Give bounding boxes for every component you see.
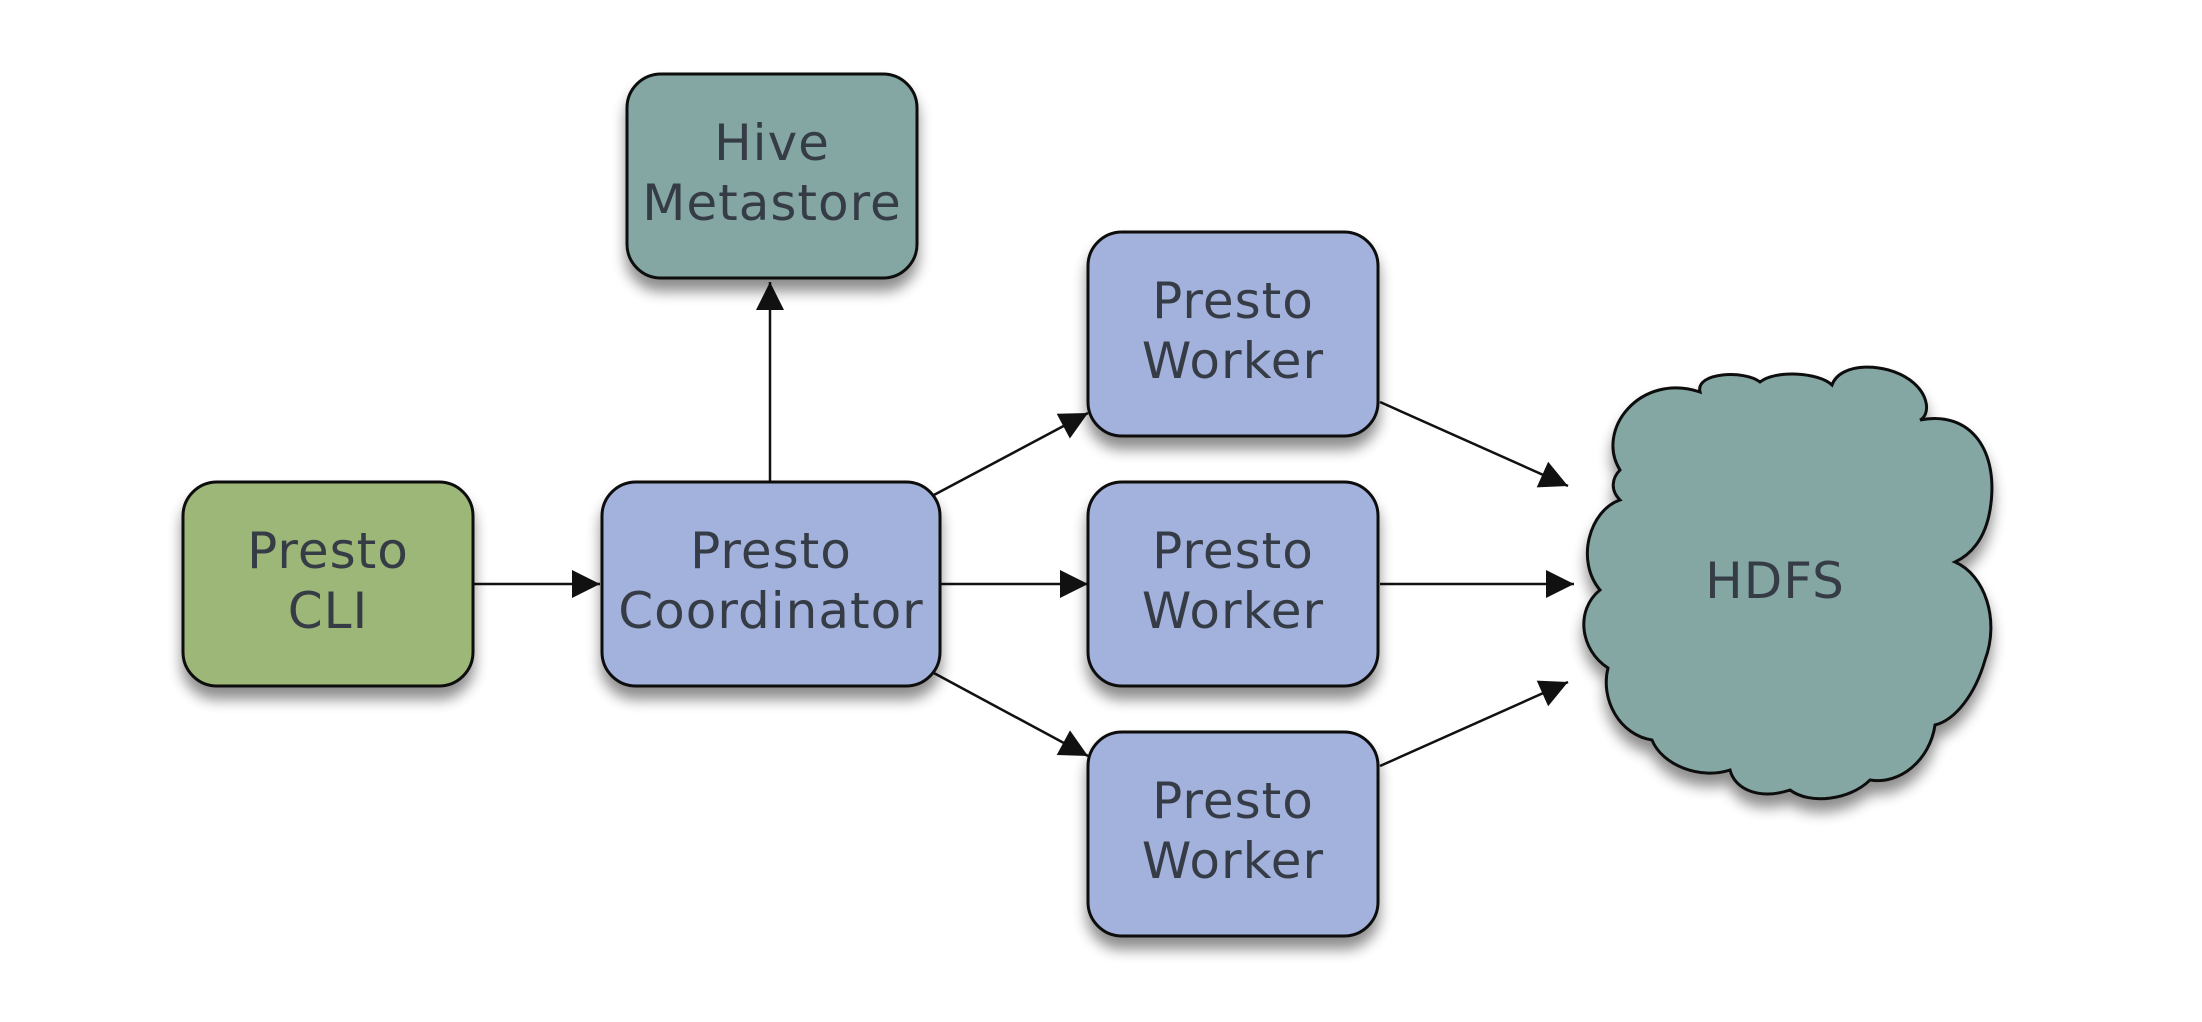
node-presto-worker-1-label-line1: Presto xyxy=(1152,272,1314,330)
node-presto-coordinator-box xyxy=(600,480,942,688)
node-presto-worker-1-label-line2: Worker xyxy=(1142,332,1324,390)
node-hdfs-label: HDFS xyxy=(1705,552,1845,610)
node-presto-worker-2: Presto Worker xyxy=(1086,480,1380,688)
edge-worker3-to-hdfs xyxy=(1379,680,1569,768)
node-presto-cli-box xyxy=(181,480,475,688)
node-presto-worker-2-label-line1: Presto xyxy=(1152,522,1314,580)
node-presto-worker-3: Presto Worker xyxy=(1086,730,1380,938)
node-hdfs: HDFS xyxy=(1582,365,1994,801)
node-presto-coordinator-label-line2: Coordinator xyxy=(618,582,923,640)
node-presto-worker-3-label-line2: Worker xyxy=(1142,832,1324,890)
node-presto-worker-3-box xyxy=(1086,730,1380,938)
node-presto-coordinator-label-line1: Presto xyxy=(690,522,852,580)
node-hive-metastore-label-line1: Hive xyxy=(714,114,830,172)
node-presto-worker-1-box xyxy=(1086,230,1380,438)
node-hive-metastore-label-line2: Metastore xyxy=(642,174,902,232)
node-presto-cli-label-line2: CLI xyxy=(288,582,369,640)
node-presto-worker-3-label-line1: Presto xyxy=(1152,772,1314,830)
node-presto-worker-1: Presto Worker xyxy=(1086,230,1380,438)
node-presto-coordinator: Presto Coordinator xyxy=(600,480,942,688)
node-presto-worker-2-box xyxy=(1086,480,1380,688)
node-presto-cli: Presto CLI xyxy=(181,480,475,688)
edge-worker1-to-hdfs xyxy=(1379,400,1569,488)
edges xyxy=(473,282,1574,768)
node-presto-worker-2-label-line2: Worker xyxy=(1142,582,1324,640)
edge-coordinator-to-worker3 xyxy=(931,670,1089,758)
node-hive-metastore: Hive Metastore xyxy=(625,72,919,280)
node-presto-cli-label-line1: Presto xyxy=(247,522,409,580)
edge-coordinator-to-worker1 xyxy=(931,411,1089,498)
node-hive-metastore-box xyxy=(625,72,919,280)
node-hdfs-cloud-shape xyxy=(1582,365,1994,801)
